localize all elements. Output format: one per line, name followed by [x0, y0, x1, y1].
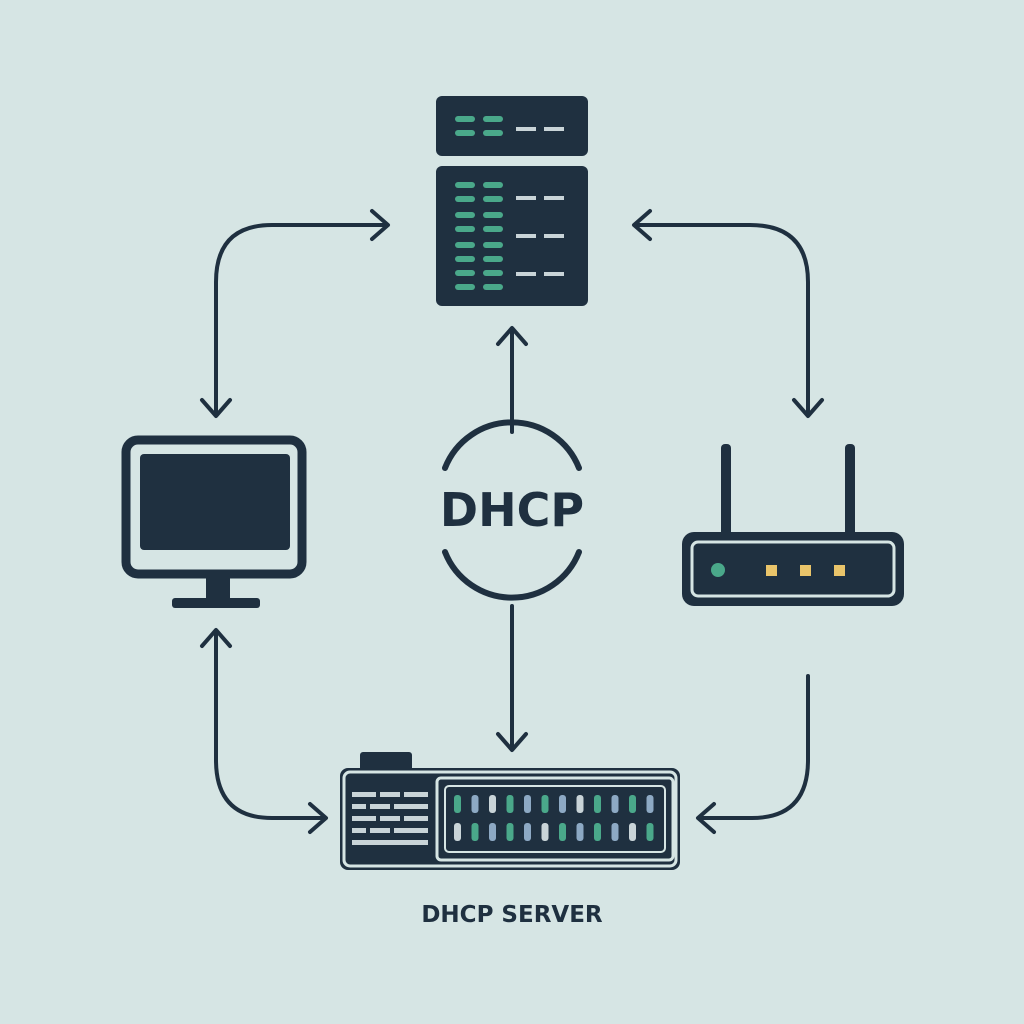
- monitor-icon: [121, 435, 307, 608]
- port-led: [489, 795, 496, 813]
- connector-monitor-switch: [200, 628, 328, 834]
- network-switch-icon: [340, 752, 680, 870]
- port-led: [594, 795, 601, 813]
- port-led: [471, 823, 479, 841]
- center-label: DHCP: [440, 483, 584, 537]
- port-led: [629, 795, 636, 813]
- port-led: [629, 823, 636, 841]
- router-icon: [682, 444, 904, 606]
- port-led: [576, 795, 584, 813]
- port-led: [541, 823, 549, 841]
- connector-circle-to-database: [496, 326, 528, 434]
- port-led: [506, 823, 514, 841]
- port-led: [611, 795, 619, 813]
- port-led: [454, 823, 461, 841]
- connector-database-router: [632, 209, 824, 418]
- port-led: [454, 795, 461, 813]
- port-led: [506, 795, 514, 813]
- connector-database-monitor: [200, 209, 390, 418]
- port-led: [594, 823, 601, 841]
- port-led: [524, 795, 531, 813]
- port-led: [576, 823, 584, 841]
- switch-port-leds: [454, 795, 654, 841]
- port-led: [541, 795, 549, 813]
- database-server-icon: [436, 96, 588, 306]
- port-led: [646, 823, 654, 841]
- port-led: [559, 795, 566, 813]
- port-led: [646, 795, 654, 813]
- port-led: [611, 823, 619, 841]
- port-led: [489, 823, 496, 841]
- port-led: [524, 823, 531, 841]
- connector-router-switch: [696, 674, 810, 834]
- port-led: [471, 795, 479, 813]
- connector-circle-to-switch: [496, 604, 528, 752]
- port-led: [559, 823, 566, 841]
- server-caption: DHCP SERVER: [421, 902, 603, 928]
